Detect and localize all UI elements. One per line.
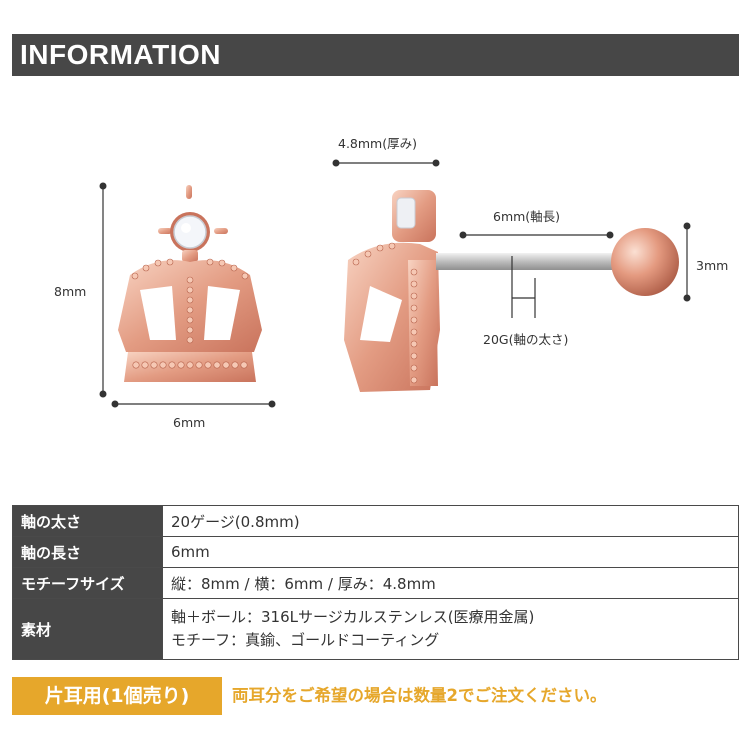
crown-front-view — [118, 185, 262, 382]
ball-size-dimension-line — [683, 222, 691, 302]
gauge-dimension-lines — [511, 256, 536, 318]
spec-key: 軸の太さ — [12, 505, 163, 537]
spec-value-line: モチーフ：真鍮、ゴールドコーティング — [171, 631, 440, 649]
spec-value-line: 軸＋ボール：316Lサージカルステンレス(医療用金属) — [171, 608, 535, 626]
spec-table: 軸の太さ 20ゲージ(0.8mm) 軸の長さ 6mm モチーフサイズ 縦：8mm… — [12, 505, 739, 660]
spec-key: 素材 — [12, 598, 163, 660]
ball — [611, 228, 679, 296]
height-dimension-line — [99, 182, 107, 398]
thickness-dimension-line — [332, 159, 440, 167]
shaft-length-label: 6mm(軸長) — [493, 209, 561, 224]
spec-value: 縦：8mm / 横：6mm / 厚み：4.8mm — [162, 567, 739, 599]
ball-size-label: 3mm — [696, 258, 729, 273]
shaft-length-dimension-line — [459, 231, 614, 239]
gauge-label: 20G(軸の太さ) — [483, 332, 569, 347]
order-note: 両耳分をご希望の場合は数量2でご注文ください。 — [232, 686, 607, 705]
spec-row-length: 軸の長さ 6mm — [12, 536, 739, 568]
width-dimension-line — [111, 400, 276, 408]
single-ear-badge: 片耳用(1個売り) — [12, 677, 222, 715]
spec-value: 6mm — [162, 536, 739, 568]
spec-value: 軸＋ボール：316Lサージカルステンレス(医療用金属) モチーフ：真鍮、ゴールド… — [162, 598, 739, 660]
section-header: INFORMATION — [12, 34, 739, 76]
spec-value: 20ゲージ(0.8mm) — [162, 505, 739, 537]
spec-row-material: 素材 軸＋ボール：316Lサージカルステンレス(医療用金属) モチーフ：真鍮、ゴ… — [12, 598, 739, 660]
crown-side-view — [344, 190, 440, 392]
spec-row-gauge: 軸の太さ 20ゲージ(0.8mm) — [12, 505, 739, 537]
height-label: 8mm — [54, 284, 87, 299]
spec-row-motif-size: モチーフサイズ 縦：8mm / 横：6mm / 厚み：4.8mm — [12, 567, 739, 599]
product-diagram — [99, 159, 691, 408]
width-label: 6mm — [173, 415, 206, 430]
spec-key: 軸の長さ — [12, 536, 163, 568]
spec-key: モチーフサイズ — [12, 567, 163, 599]
shaft — [436, 253, 616, 270]
thickness-label: 4.8mm(厚み) — [338, 136, 417, 151]
